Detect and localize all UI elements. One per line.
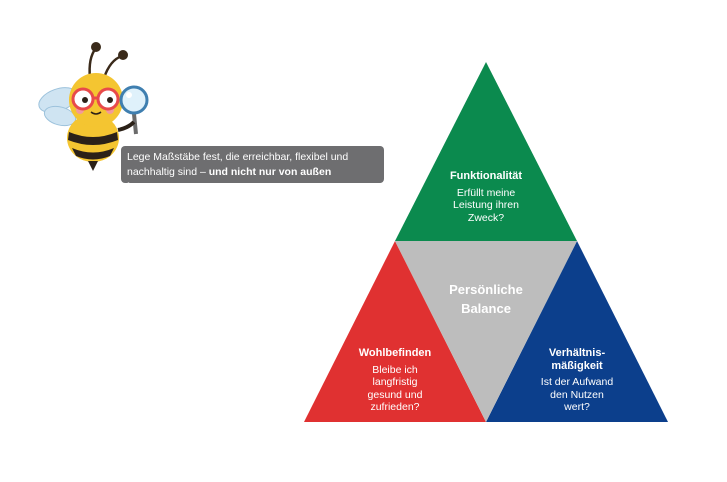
center-section-line-1: Persönliche xyxy=(449,282,523,297)
top-section-line-1: Erfüllt meine xyxy=(456,186,516,199)
top-section-label: Funktionalität Erfüllt meine Leistung ih… xyxy=(426,170,546,224)
right-section-line-1: Ist der Aufwand xyxy=(540,376,614,388)
right-section-title-2: mäßigkeit xyxy=(551,359,603,372)
right-section-line-2: den Nutzen xyxy=(550,388,604,401)
speech-bubble-text: Lege Maßstäbe fest, die erreichbar, flex… xyxy=(127,151,349,178)
top-section-line-2: Leistung ihren xyxy=(453,199,519,211)
bee-mascot-illustration xyxy=(38,42,149,171)
speech-bubble-end: . xyxy=(170,181,174,193)
speech-bubble: Lege Maßstäbe fest, die erreichbar, flex… xyxy=(121,146,384,193)
center-section-line-2: Balance xyxy=(461,301,511,316)
left-section-line-1: Bleibe ich xyxy=(372,363,418,376)
pyramid-left-segment xyxy=(304,241,486,422)
pyramid-top-segment xyxy=(395,62,577,241)
left-section-label: Wohlbefinden Bleibe ich langfristig gesu… xyxy=(345,347,445,414)
right-section-title-1: Verhältnis- xyxy=(548,347,606,359)
left-section-line-3: gesund und xyxy=(367,388,423,401)
left-section-title: Wohlbefinden xyxy=(358,347,432,359)
left-section-line-4: zufrieden? xyxy=(370,401,420,413)
pyramid-center-segment xyxy=(395,241,577,422)
top-section-title: Funktionalität xyxy=(449,170,523,182)
right-section-label: Verhältnis- mäßigkeit Ist der Aufwand de… xyxy=(522,347,632,414)
pyramid-right-segment xyxy=(486,241,668,422)
top-section-line-3: Zweck? xyxy=(467,211,505,224)
speech-bubble-bold-text: und nicht nur von außen kommen xyxy=(127,166,332,193)
center-section-label: Persönliche Balance xyxy=(426,280,546,318)
right-section-line-3: wert? xyxy=(564,401,590,413)
left-section-line-2: langfristig xyxy=(372,376,418,388)
